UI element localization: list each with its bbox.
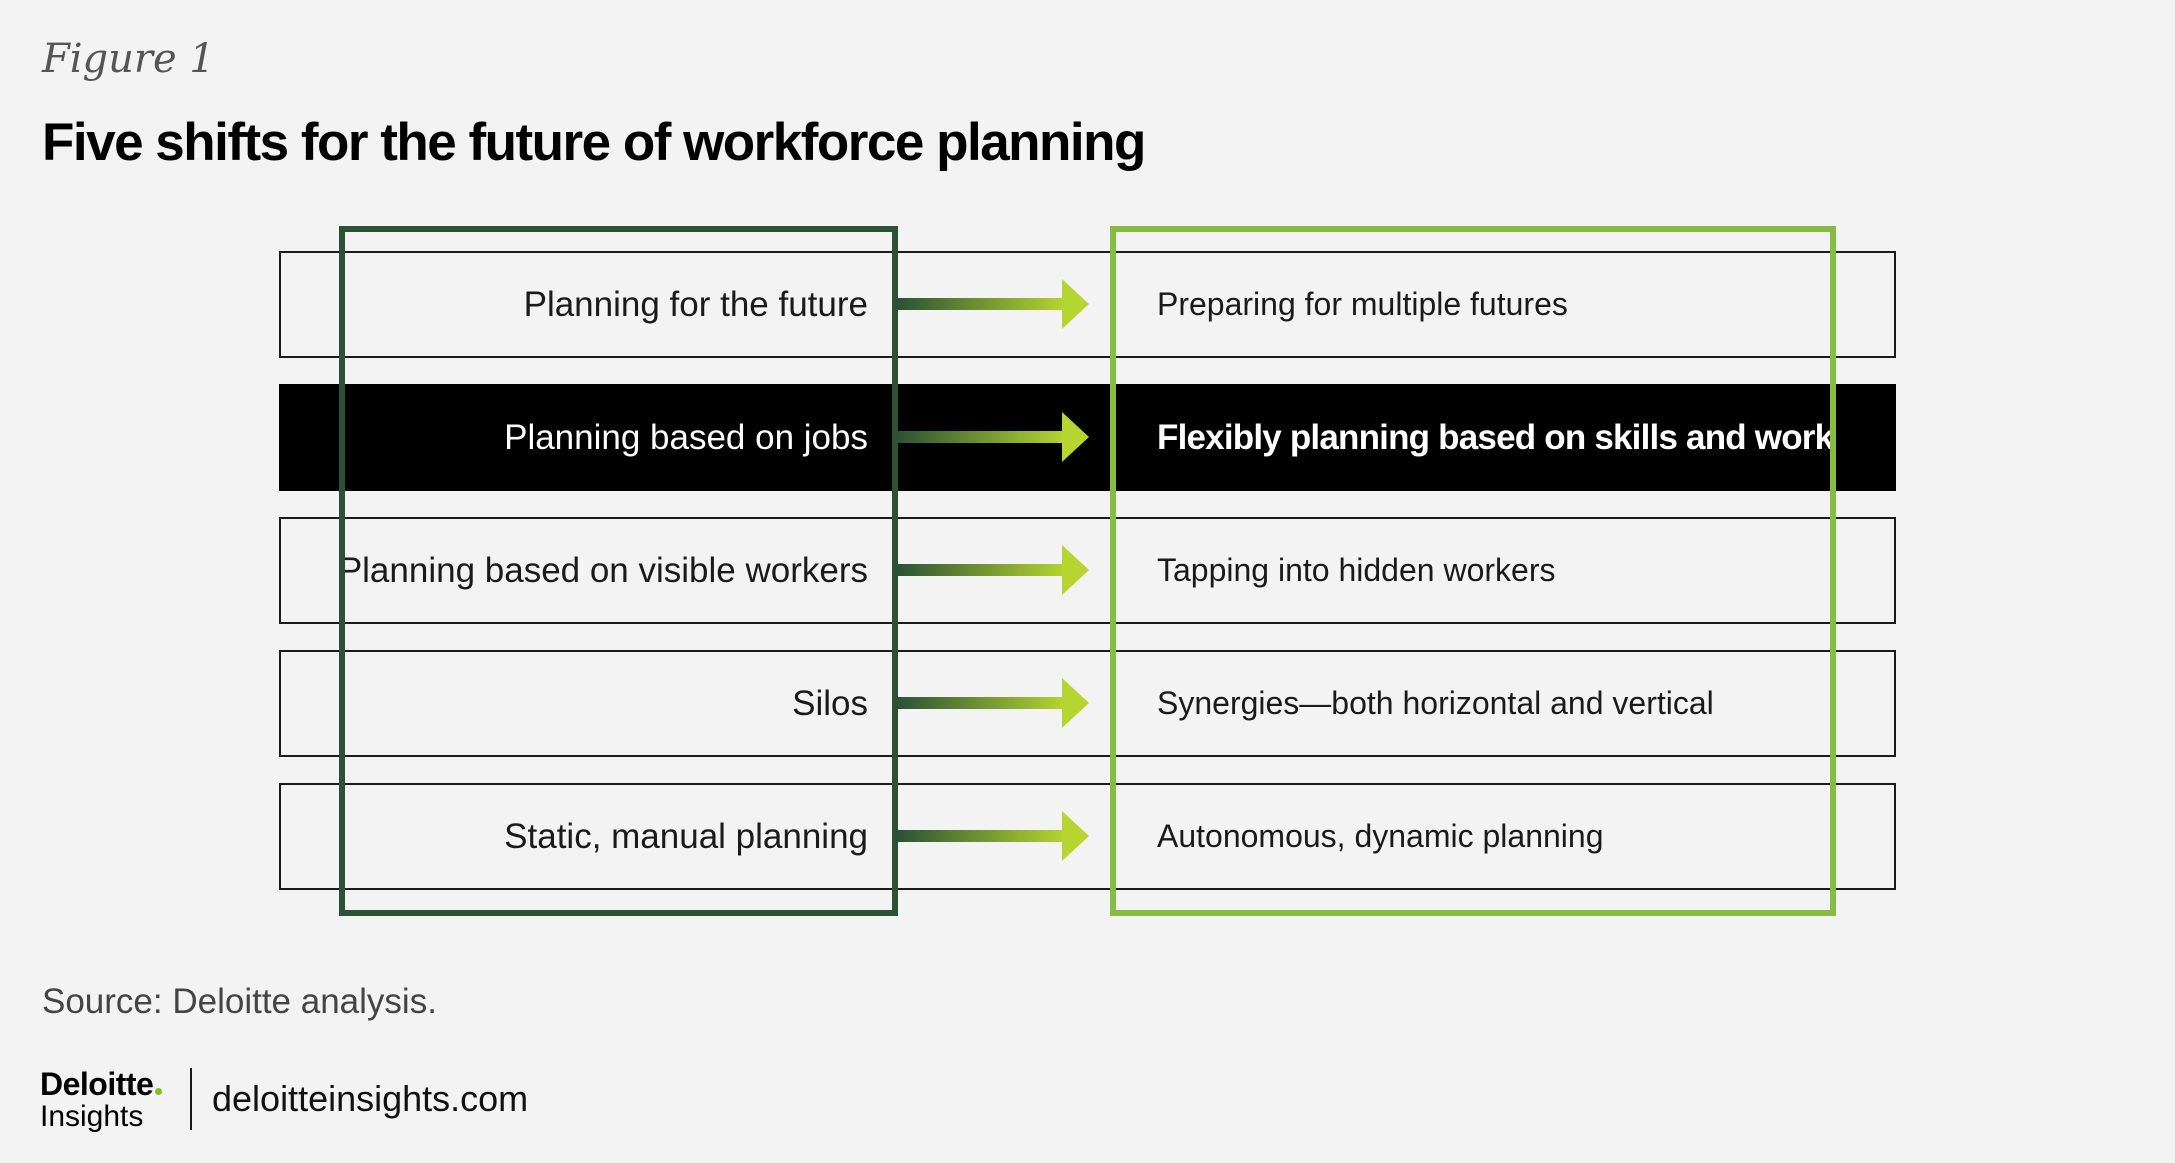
to-label: Autonomous, dynamic planning	[1157, 818, 1604, 854]
source-note: Source: Deloitte analysis.	[42, 982, 437, 1021]
footer-divider	[190, 1068, 192, 1130]
logo-brand: Deloitte	[40, 1066, 154, 1102]
to-label: Synergies—both horizontal and vertical	[1157, 685, 1714, 721]
shift-row: Silos Synergies—both horizontal and vert…	[279, 650, 1896, 757]
logo-dot-icon	[155, 1088, 163, 1095]
figure-label: Figure 1	[42, 36, 215, 82]
from-label: Static, manual planning	[504, 817, 868, 856]
logo-sub: Insights	[40, 1100, 144, 1133]
site-link[interactable]: deloitteinsights.com	[212, 1078, 529, 1119]
from-label: Planning based on visible workers	[338, 551, 868, 590]
shift-row: Planning for the future Preparing for mu…	[279, 251, 1896, 358]
from-label: Planning for the future	[523, 285, 868, 324]
to-label: Flexibly planning based on skills and wo…	[1157, 418, 1834, 457]
figure-title: Five shifts for the future of workforce …	[42, 113, 1146, 172]
shift-row: Planning based on visible workers Tappin…	[279, 517, 1896, 624]
deloitte-logo: Deloitte Insights	[40, 1066, 163, 1133]
from-label: Silos	[792, 684, 868, 723]
shift-row: Planning based on jobs Flexibly planning…	[279, 384, 1896, 491]
from-label: Planning based on jobs	[504, 418, 868, 457]
to-label: Preparing for multiple futures	[1157, 286, 1568, 322]
shift-row: Static, manual planning Autonomous, dyna…	[279, 783, 1896, 890]
to-label: Tapping into hidden workers	[1157, 552, 1556, 588]
